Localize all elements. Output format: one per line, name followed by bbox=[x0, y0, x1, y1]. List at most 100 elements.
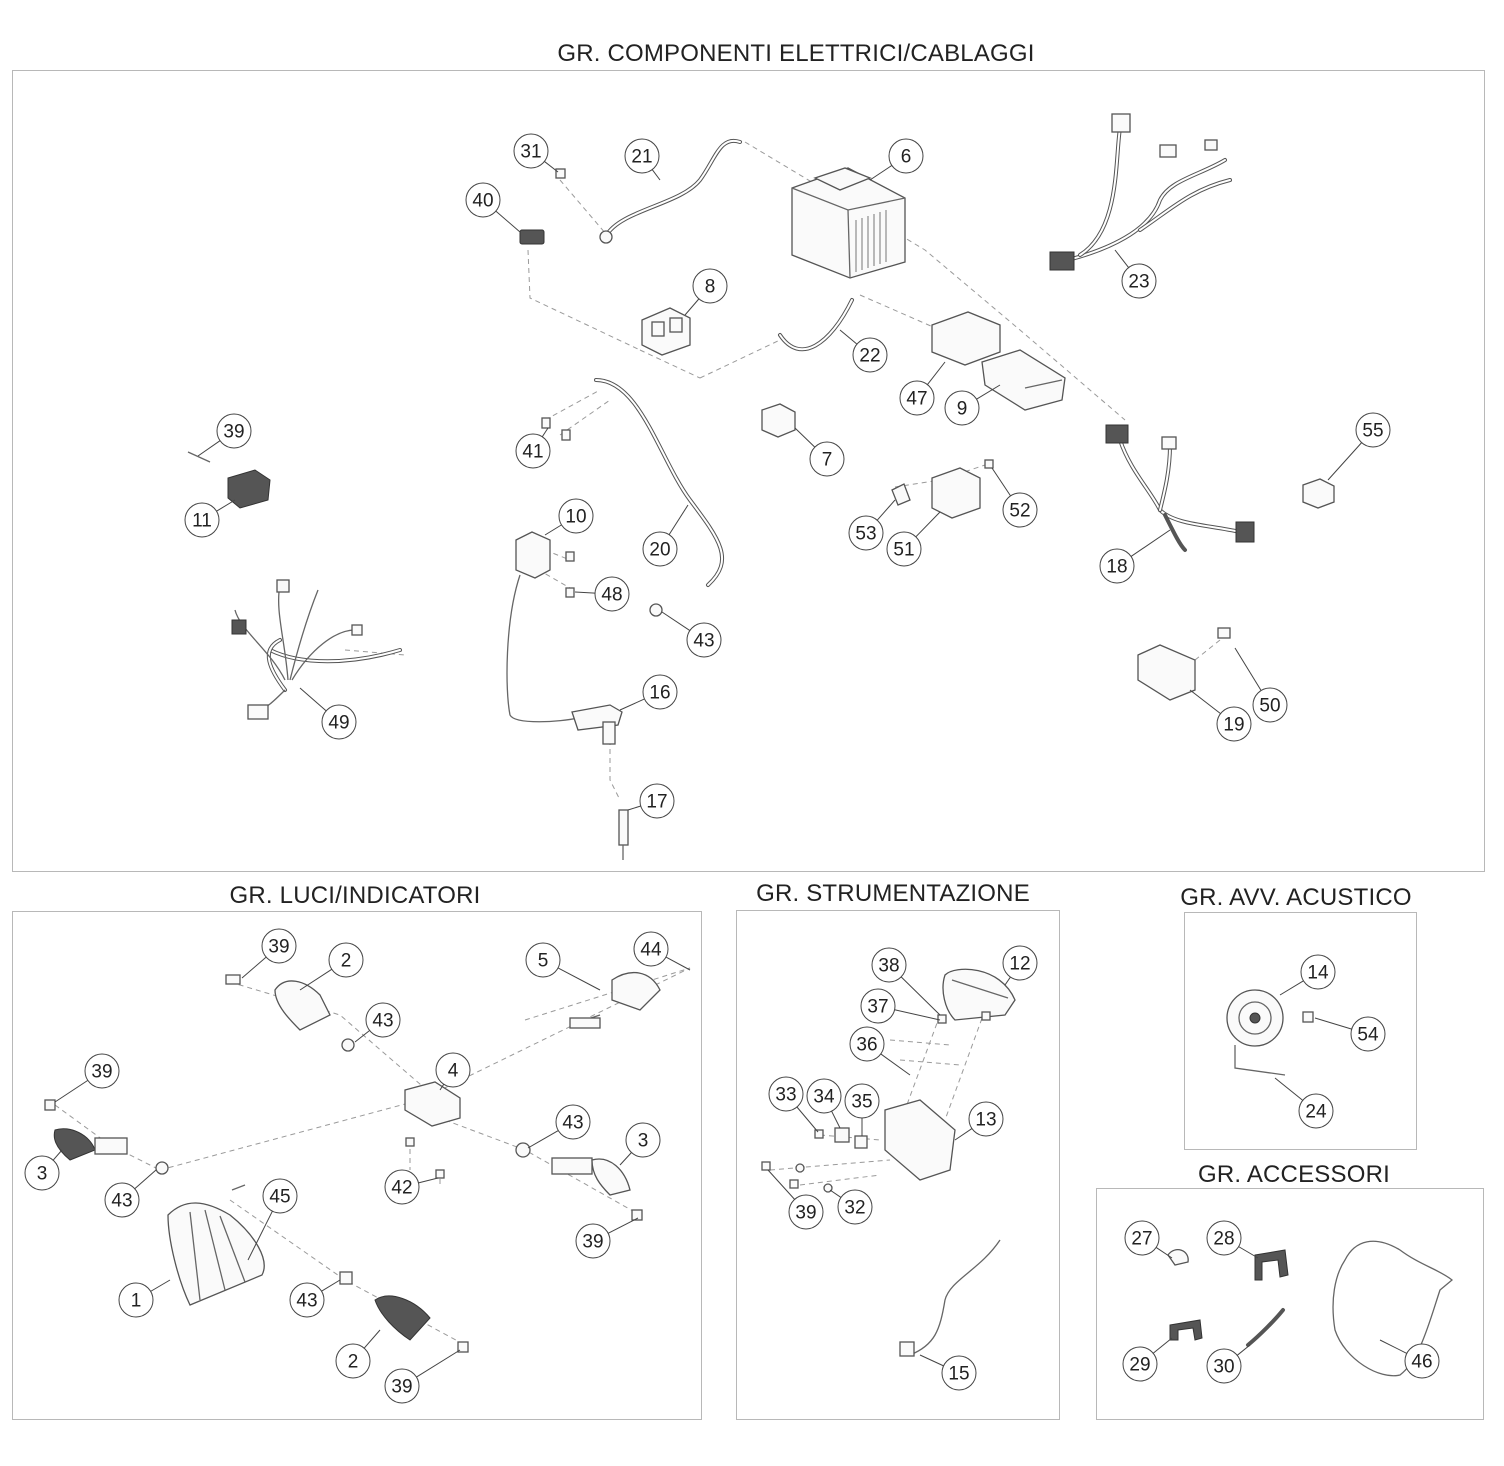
luci-drawing bbox=[44, 967, 691, 1353]
callout-label: 43 bbox=[372, 1011, 393, 1032]
leader-line bbox=[954, 1128, 973, 1141]
callout-label: 7 bbox=[822, 450, 833, 471]
callout-strumentazione-33: 33 bbox=[768, 1076, 804, 1112]
callout-label: 29 bbox=[1129, 1355, 1150, 1376]
callout-label: 21 bbox=[631, 147, 652, 168]
bracket-13-icon bbox=[884, 1099, 956, 1181]
callout-luci-3: 3 bbox=[24, 1155, 60, 1191]
leader-line bbox=[900, 976, 941, 1016]
callout-elettrici-50: 50 bbox=[1252, 687, 1288, 723]
leader-line bbox=[839, 329, 858, 345]
callout-elettrici-48: 48 bbox=[594, 576, 630, 612]
callout-label: 1 bbox=[131, 1291, 142, 1312]
callout-label: 46 bbox=[1411, 1352, 1432, 1373]
callout-elettrici-9: 9 bbox=[944, 390, 980, 426]
leader-line bbox=[894, 1009, 941, 1021]
callout-label: 5 bbox=[538, 951, 549, 972]
leader-line bbox=[557, 967, 601, 991]
fuse-40-icon bbox=[519, 229, 545, 245]
callout-label: 17 bbox=[646, 792, 667, 813]
group-title-strumentazione: GR. STRUMENTAZIONE bbox=[756, 880, 1030, 907]
leader-line bbox=[216, 499, 236, 512]
leader-line bbox=[619, 698, 645, 711]
leader-line bbox=[665, 956, 691, 971]
callout-label: 39 bbox=[795, 1203, 816, 1224]
leader-line bbox=[1236, 1344, 1251, 1356]
callout-strumentazione-12: 12 bbox=[1002, 945, 1038, 981]
callout-label: 22 bbox=[859, 346, 880, 367]
leader-line bbox=[869, 165, 893, 181]
group-frame-elettrici bbox=[12, 70, 1485, 872]
leader-line bbox=[831, 1110, 841, 1129]
clip-28-icon bbox=[1254, 1249, 1289, 1281]
callout-elettrici-53: 53 bbox=[848, 515, 884, 551]
leader-line bbox=[247, 1210, 273, 1261]
leader-line bbox=[1189, 689, 1221, 715]
callout-label: 34 bbox=[813, 1087, 835, 1108]
callout-elettrici-17: 17 bbox=[639, 783, 675, 819]
callout-acustico-14: 14 bbox=[1300, 954, 1336, 990]
indicator-2-bottom-icon bbox=[339, 1271, 469, 1353]
leader-line bbox=[767, 1169, 795, 1200]
callout-label: 39 bbox=[223, 422, 244, 443]
group-title-elettrici: GR. COMPONENTI ELETTRICI/CABLAGGI bbox=[557, 40, 1035, 67]
callout-strumentazione-35: 35 bbox=[844, 1083, 880, 1119]
leader-line bbox=[1379, 1339, 1408, 1354]
callout-label: 27 bbox=[1131, 1229, 1152, 1250]
group-title-luci: GR. LUCI/INDICATORI bbox=[229, 882, 481, 909]
callout-label: 47 bbox=[906, 389, 927, 410]
callout-label: 39 bbox=[582, 1232, 603, 1253]
callout-luci-43: 43 bbox=[104, 1182, 140, 1218]
callout-elettrici-20: 20 bbox=[642, 531, 678, 567]
harness-18-icon bbox=[1105, 424, 1255, 552]
callout-accessori-28: 28 bbox=[1206, 1220, 1242, 1256]
indicator-2-top-icon bbox=[225, 974, 355, 1052]
leader-line bbox=[919, 1354, 944, 1367]
callout-elettrici-51: 51 bbox=[886, 531, 922, 567]
relay-holder-8-icon bbox=[641, 307, 691, 356]
leader-line bbox=[1155, 1247, 1173, 1259]
callout-strumentazione-15: 15 bbox=[941, 1355, 977, 1391]
strap-30-icon bbox=[1246, 1308, 1285, 1347]
leader-line bbox=[299, 968, 333, 991]
callout-elettrici-21: 21 bbox=[624, 138, 660, 174]
callout-accessori-27: 27 bbox=[1124, 1220, 1160, 1256]
callout-elettrici-41: 41 bbox=[515, 433, 551, 469]
callout-luci-44: 44 bbox=[633, 931, 669, 967]
callout-luci-39: 39 bbox=[84, 1053, 120, 1089]
group-title-acustico: GR. AVV. ACUSTICO bbox=[1180, 884, 1412, 911]
callout-label: 39 bbox=[91, 1062, 112, 1083]
leader-line bbox=[1279, 980, 1304, 996]
callout-label: 3 bbox=[638, 1131, 649, 1152]
instrument-cluster-12-icon bbox=[942, 968, 1016, 1021]
callout-elettrici-55: 55 bbox=[1355, 412, 1391, 448]
indicator-3-right-icon bbox=[515, 1142, 643, 1221]
nut-31-icon bbox=[555, 168, 566, 179]
leader-line bbox=[1114, 249, 1129, 268]
callout-label: 24 bbox=[1305, 1102, 1327, 1123]
callout-label: 43 bbox=[562, 1113, 583, 1134]
leader-line bbox=[363, 1329, 381, 1349]
callout-label: 37 bbox=[867, 997, 888, 1018]
bracket-4-icon bbox=[404, 1081, 461, 1127]
callout-label: 18 bbox=[1106, 557, 1127, 578]
acustico-drawing bbox=[1226, 989, 1314, 1076]
leader-line bbox=[668, 504, 689, 535]
leader-line bbox=[439, 1083, 445, 1091]
callout-luci-39: 39 bbox=[384, 1368, 420, 1404]
callout-elettrici-10: 10 bbox=[558, 498, 594, 534]
callout-label: 38 bbox=[878, 956, 899, 977]
cover-46-icon bbox=[1332, 1240, 1454, 1377]
callout-strumentazione-37: 37 bbox=[860, 988, 896, 1024]
strumentazione-drawing bbox=[761, 968, 1016, 1357]
leader-line bbox=[619, 1152, 632, 1166]
callout-label: 43 bbox=[111, 1191, 132, 1212]
relay-11-icon bbox=[227, 469, 271, 509]
callout-label: 43 bbox=[693, 631, 714, 652]
callout-label: 2 bbox=[348, 1352, 359, 1373]
screw-39-icon bbox=[187, 451, 211, 463]
callout-label: 19 bbox=[1223, 715, 1244, 736]
leader-line bbox=[876, 499, 896, 521]
leader-line bbox=[829, 1189, 842, 1198]
callout-strumentazione-39: 39 bbox=[788, 1194, 824, 1230]
